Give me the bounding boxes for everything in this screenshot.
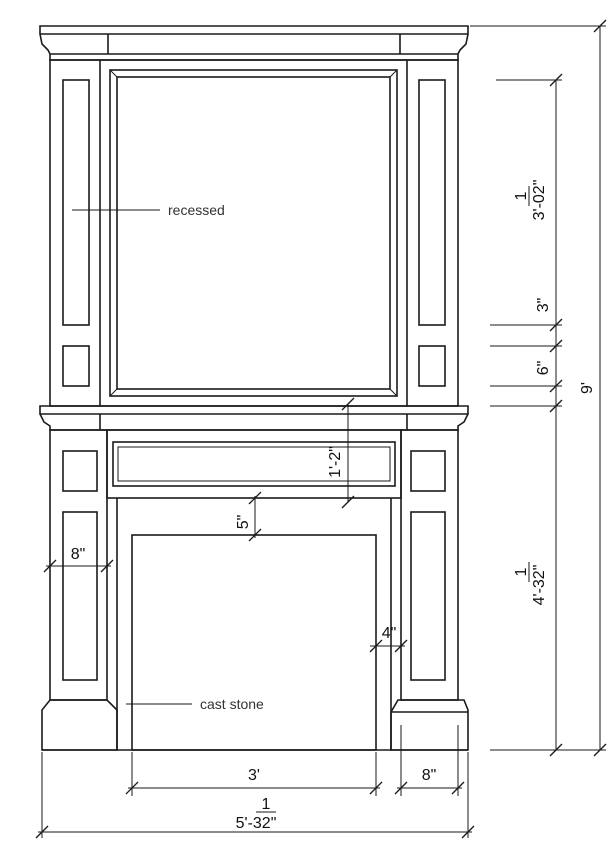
left-pilaster-top-panel <box>62 450 98 492</box>
overall-width-fraction: 1 <box>262 796 271 813</box>
cast-stone-label: cast stone <box>200 696 264 712</box>
panel-gap-label: 3" <box>535 298 552 313</box>
recessed-label: recessed <box>168 202 225 218</box>
upper-right-small-panel <box>418 345 446 387</box>
overall-height-label: 9' <box>579 382 596 394</box>
top-cornice <box>39 25 469 61</box>
lower-height-fraction: 1 <box>513 567 530 576</box>
interior-dimensions: 1'-2" 5" 8" 4" <box>43 397 408 653</box>
base-width-label: 8" <box>422 767 437 784</box>
upper-right-tall-panel <box>418 79 446 326</box>
mantel-shelf <box>39 405 469 431</box>
upper-left-tall-panel <box>62 79 90 326</box>
opening-width-label: 3' <box>248 767 260 784</box>
frieze <box>106 429 402 499</box>
left-plinth <box>41 699 118 751</box>
lower-height-label: 4'-32" <box>531 565 548 606</box>
recessed-mirror-frame <box>109 69 398 397</box>
right-plinth <box>390 699 469 751</box>
right-pilaster <box>400 429 459 701</box>
upper-left-small-panel <box>62 345 90 387</box>
opening-top-offset-label: 5" <box>235 515 252 530</box>
mantel-surround <box>41 429 469 751</box>
small-panel-label: 6" <box>535 361 552 376</box>
left-pilaster <box>49 429 108 701</box>
overall-width-label: 5'-32" <box>236 815 277 832</box>
frieze-height-label: 1'-2" <box>327 446 344 478</box>
left-pilaster-panel <box>62 511 98 681</box>
right-dimensions: 3'-02" 1 3" 6" 9' 4'-32" 1 <box>470 19 607 757</box>
recessed-mirror-inner <box>116 76 391 390</box>
right-pilaster-panel <box>410 511 446 681</box>
overmantel <box>39 25 469 407</box>
bottom-dimensions: 3' 8" 1 5'-32" <box>35 725 475 839</box>
pilaster-width-label: 8" <box>71 546 86 563</box>
upper-height-label: 3'-02" <box>531 180 548 221</box>
firebox-opening <box>131 534 377 751</box>
upper-height-fraction: 1 <box>513 191 530 200</box>
frieze-panel <box>112 441 396 487</box>
opening-side-offset-label: 4" <box>382 625 397 642</box>
right-pilaster-top-panel <box>410 450 446 492</box>
